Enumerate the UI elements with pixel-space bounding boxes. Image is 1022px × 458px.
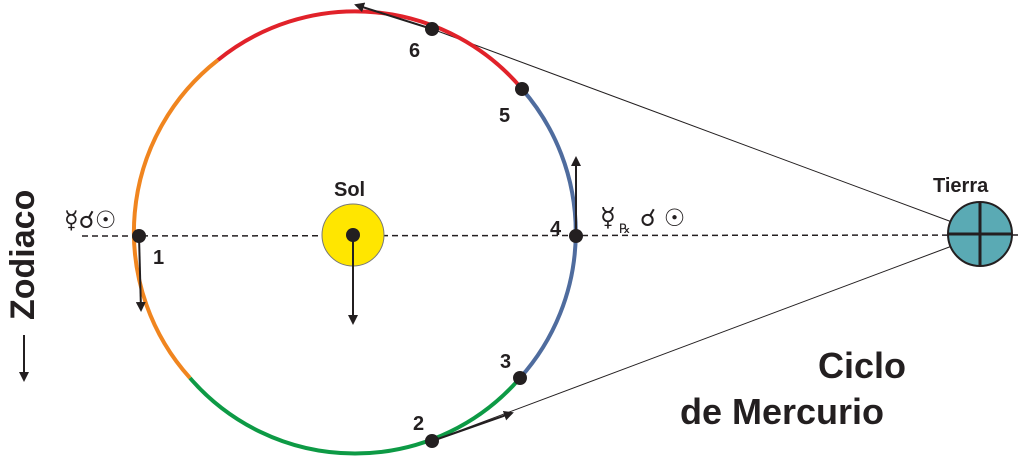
orbit-arc-red <box>216 9 524 91</box>
point-label-2: 2 <box>413 413 424 435</box>
point-2 <box>425 434 439 448</box>
velocity-arrow-6 <box>354 2 433 30</box>
point-1 <box>132 229 146 243</box>
ecliptic-dashed-line <box>81 234 1021 237</box>
point-label-5: 5 <box>499 105 510 127</box>
title-line-2: de Mercurio <box>680 391 884 432</box>
earth-label: Tierra <box>933 175 989 197</box>
inferior-conjunction-symbols: ☿☌☉ <box>64 206 116 234</box>
point-3 <box>513 371 527 385</box>
point-label-3: 3 <box>500 351 511 373</box>
velocity-arrow-2 <box>431 410 514 442</box>
superior-conjunction-symbols: ☌ ☉ <box>640 204 685 232</box>
point-label-1: 1 <box>153 247 164 269</box>
orbit-arc-blue <box>518 87 578 380</box>
point-label-6: 6 <box>409 40 420 62</box>
title-line-1: Ciclo <box>818 345 906 386</box>
velocity-arrow-1 <box>135 235 146 312</box>
sight-line-lower <box>431 245 953 442</box>
retrograde-symbol: ℞ <box>619 222 631 237</box>
sight-line-upper <box>431 28 953 223</box>
orbit-arc-orange <box>131 58 220 380</box>
orbit-arc-green <box>188 376 522 456</box>
mercury-symbol: ☿ <box>600 203 616 233</box>
point-5 <box>515 82 529 96</box>
sun-label: Sol <box>334 179 365 201</box>
point-4 <box>569 229 583 243</box>
point-label-4: 4 <box>550 218 562 240</box>
zodiac-label: Zodiaco <box>4 190 42 320</box>
point-6 <box>425 22 439 36</box>
